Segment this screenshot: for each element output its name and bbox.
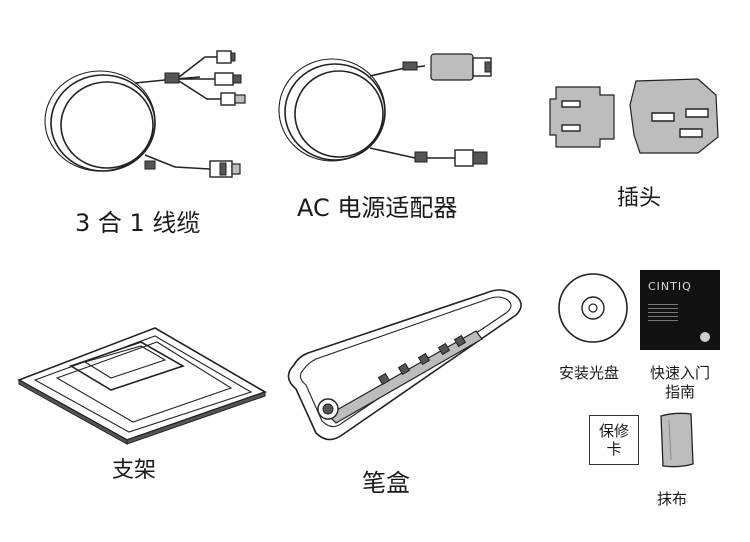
plug-illustration [549,78,719,154]
pen-case-illustration [287,289,522,441]
adapter-illustration [278,53,492,167]
stand-label: 支架 [112,458,157,483]
warranty-card: 保修 卡 [589,415,639,465]
quick-start-guide-cover: CINTIQ [640,270,720,350]
guide-cover-logo-icon [700,332,710,342]
guide-label: 快速入门 指南 [644,364,716,402]
plug-label: 插头 [617,186,662,211]
pen-case-label: 笔盒 [362,469,410,497]
guide-cover-brand: CINTIQ [648,280,692,293]
cloth-illustration [660,412,694,468]
guide-label-line2: 指南 [664,383,695,401]
adapter-label: AC 电源适配器 [297,194,458,222]
stand-illustration [17,327,267,445]
disc-label: 安装光盘 [559,364,620,382]
cable-label: 3 合 1 线缆 [75,209,201,237]
warranty-card-line2: 卡 [606,440,622,458]
warranty-card-line1: 保修 [598,422,629,440]
cable-illustration [44,50,246,178]
disc-illustration [558,273,628,343]
guide-cover-lines [648,304,678,324]
guide-label-line1: 快速入门 [649,364,710,382]
cloth-label: 抹布 [657,490,688,508]
